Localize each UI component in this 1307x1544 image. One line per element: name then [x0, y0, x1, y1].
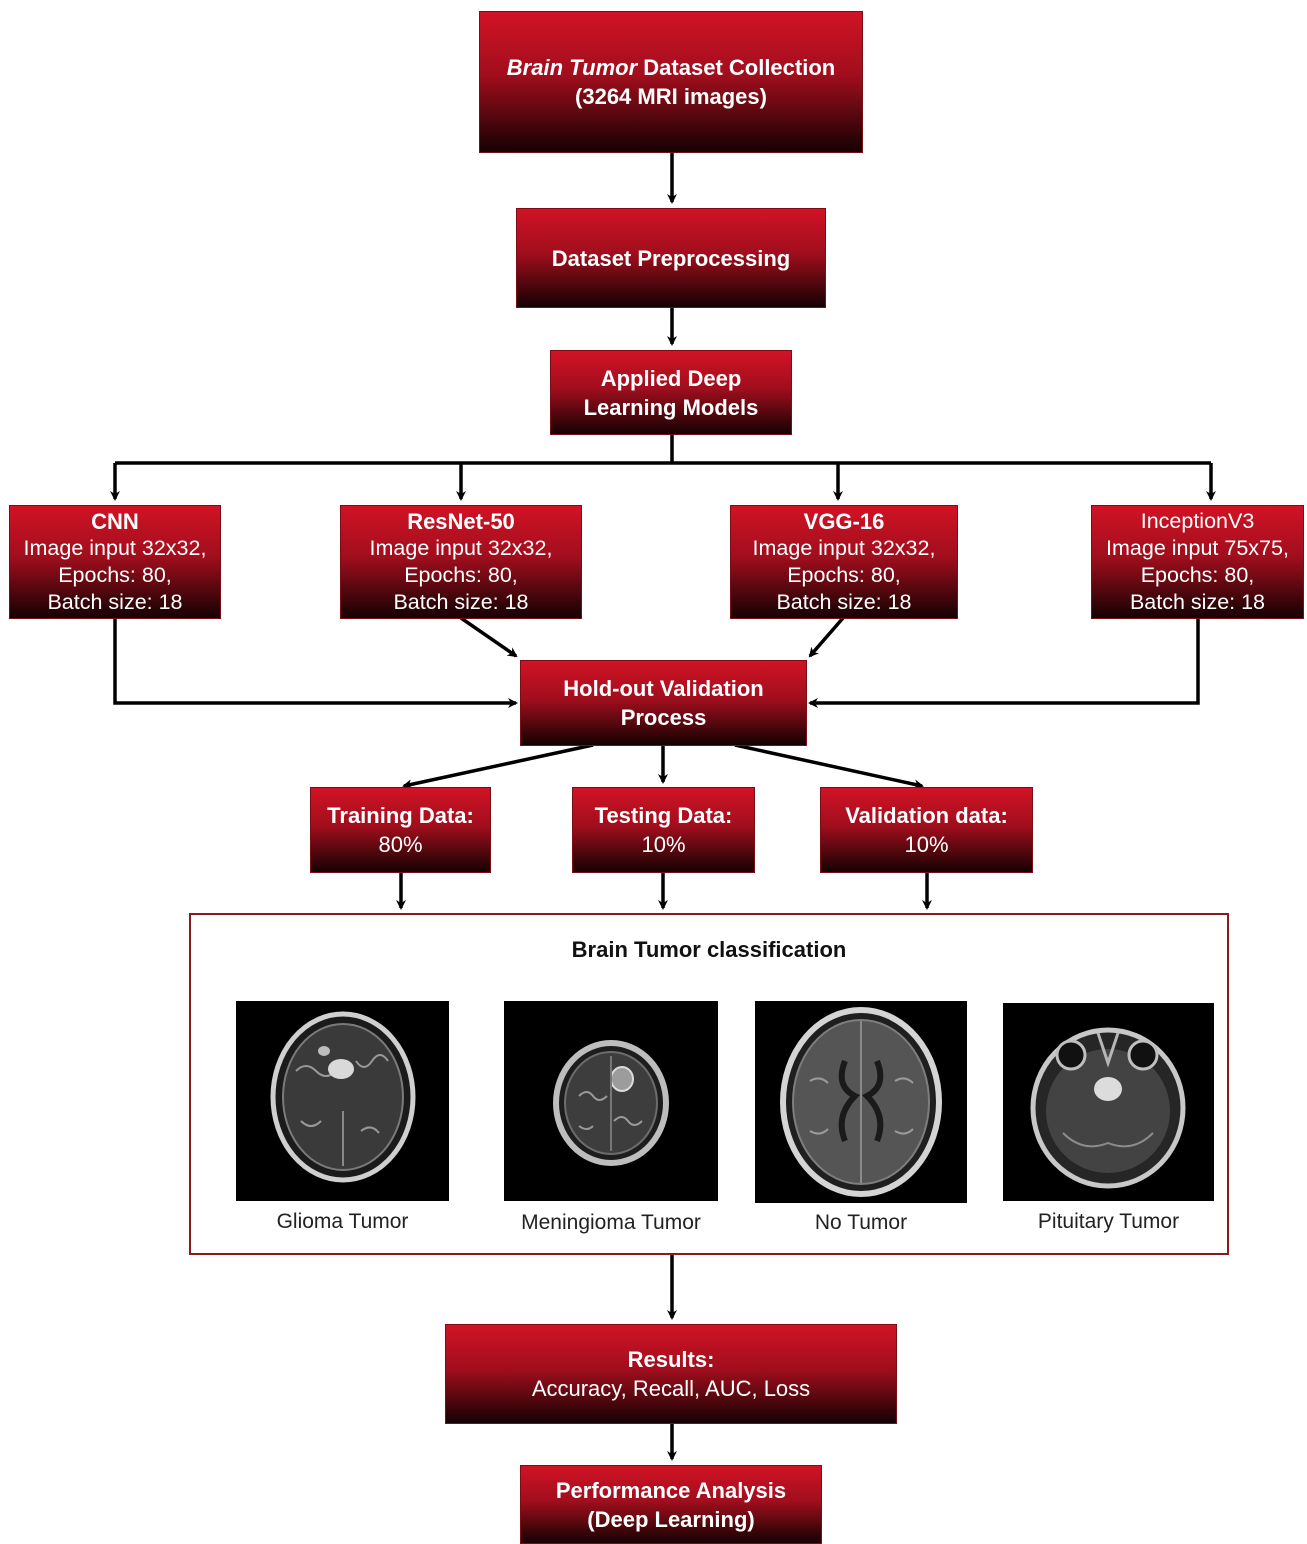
arrow-vgg-to-holdout — [808, 616, 845, 658]
classification-title: Brain Tumor classification — [571, 937, 847, 962]
arrow-holdout-to-training — [402, 743, 594, 790]
split-value: 10% — [641, 832, 686, 857]
model-epochs: Epochs: 80, — [404, 563, 518, 587]
performance-analysis-line1: Performance Analysis — [555, 1477, 787, 1503]
results-label: Results: — [627, 1347, 715, 1372]
model-batch: Batch size: 18 — [47, 590, 183, 614]
model-input: Image input 32x32, — [752, 536, 936, 560]
model-batch: Batch size: 18 — [393, 590, 529, 614]
model-epochs: Epochs: 80, — [1140, 563, 1255, 587]
model-input: Image input 32x32, — [23, 536, 207, 560]
mri-axial-pituitary-icon — [1003, 1003, 1214, 1201]
mri-caption-pituitary: Pituitary Tumor — [1037, 1210, 1180, 1233]
arrow-holdout-to-validation — [734, 743, 924, 790]
model-name: VGG-16 — [803, 509, 885, 534]
model-node-vgg16: VGG-16 Image input 32x32, Epochs: 80, Ba… — [730, 505, 958, 619]
split-label: Validation data: — [845, 803, 1008, 828]
results-metrics: Accuracy, Recall, AUC, Loss — [531, 1376, 811, 1401]
applied-models-line2: Learning Models — [583, 394, 759, 420]
classification-frame: Brain Tumor classification Glioma Tumor — [189, 913, 1229, 1255]
mri-caption-meningioma: Meningioma Tumor — [521, 1211, 701, 1234]
arrow-inception-to-holdout — [808, 618, 1200, 708]
mri-axial-meningioma-icon — [504, 1001, 718, 1201]
mri-caption-normal: No Tumor — [814, 1211, 908, 1234]
dataset-collection-node: Brain Tumor Dataset Collection (3264 MRI… — [479, 11, 863, 153]
split-label: Training Data: — [327, 803, 474, 828]
split-node-training: Training Data: 80% — [310, 787, 491, 873]
holdout-validation-line1: Hold-out Validation — [563, 676, 764, 701]
dataset-preprocessing-node: Dataset Preprocessing — [516, 208, 826, 308]
applied-models-line1: Applied Deep — [600, 365, 742, 391]
mri-axial-glioma-icon — [236, 1001, 449, 1201]
model-name: CNN — [91, 509, 139, 534]
model-input: Image input 32x32, — [369, 536, 553, 560]
split-node-validation: Validation data: 10% — [820, 787, 1033, 873]
model-epochs: Epochs: 80, — [787, 563, 901, 587]
split-value: 80% — [378, 832, 423, 857]
model-node-cnn: CNN Image input 32x32, Epochs: 80, Batch… — [9, 505, 221, 619]
model-node-resnet50: ResNet-50 Image input 32x32, Epochs: 80,… — [340, 505, 582, 619]
model-batch: Batch size: 18 — [776, 590, 912, 614]
holdout-validation-line2: Process — [620, 705, 707, 730]
model-input: Image input 75x75, — [1106, 536, 1289, 560]
performance-analysis-line2: (Deep Learning) — [587, 1506, 755, 1532]
mri-caption-glioma: Glioma Tumor — [276, 1210, 409, 1233]
split-label: Testing Data: — [594, 803, 733, 828]
dataset-collection-count: (3264 MRI images) — [575, 84, 767, 109]
model-node-inceptionv3: InceptionV3 Image input 75x75, Epochs: 8… — [1091, 505, 1304, 619]
results-node: Results: Accuracy, Recall, AUC, Loss — [445, 1324, 897, 1424]
holdout-validation-node: Hold-out Validation Process — [520, 660, 807, 746]
split-value: 10% — [904, 832, 949, 857]
model-batch: Batch size: 18 — [1129, 590, 1266, 614]
arrow-cnn-to-holdout — [113, 618, 518, 708]
applied-models-node: Applied Deep Learning Models — [550, 350, 792, 435]
performance-analysis-node: Performance Analysis (Deep Learning) — [520, 1465, 822, 1544]
dataset-collection-italic: Brain Tumor — [506, 55, 638, 80]
split-node-testing: Testing Data: 10% — [572, 787, 755, 873]
dataset-collection-rest: Dataset Collection — [637, 55, 836, 80]
arrow-resnet-to-holdout — [460, 616, 518, 658]
model-name: ResNet-50 — [407, 509, 515, 534]
dataset-preprocessing-label: Dataset Preprocessing — [551, 245, 791, 271]
mri-axial-normal-icon — [755, 1001, 967, 1203]
model-name: InceptionV3 — [1140, 509, 1255, 533]
model-epochs: Epochs: 80, — [58, 563, 172, 587]
dataset-collection-title: Brain Tumor Dataset Collection — [507, 53, 835, 82]
